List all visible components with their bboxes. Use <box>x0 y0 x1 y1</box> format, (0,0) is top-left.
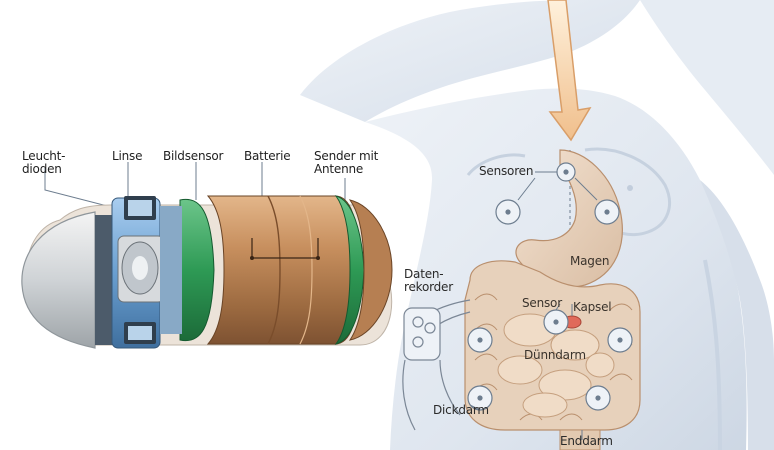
label-leds: Leucht- dioden <box>22 150 65 176</box>
sensor-marker <box>496 200 520 224</box>
sensor-marker <box>608 328 632 352</box>
sensor-marker <box>468 328 492 352</box>
sensor-marker <box>586 386 610 410</box>
sensor-marker <box>595 200 619 224</box>
capsule-cross-section <box>22 196 392 348</box>
label-capsule: Kapsel <box>573 301 611 314</box>
label-data-recorder: Daten- rekorder <box>404 268 453 294</box>
sensor-marker <box>544 310 568 334</box>
label-large-intestine: Dickdarm <box>433 404 489 417</box>
label-sensor: Sensor <box>522 297 562 310</box>
label-small-intestine: Dünndarm <box>524 349 586 362</box>
sensor-marker <box>557 163 575 181</box>
label-stomach: Magen <box>570 255 609 268</box>
label-battery: Batterie <box>244 150 290 163</box>
label-lens: Linse <box>112 150 142 163</box>
label-sensors: Sensoren <box>479 165 533 178</box>
label-transmitter: Sender mit Antenne <box>314 150 378 176</box>
label-image-sensor: Bildsensor <box>163 150 223 163</box>
label-rectum: Enddarm <box>560 435 613 448</box>
